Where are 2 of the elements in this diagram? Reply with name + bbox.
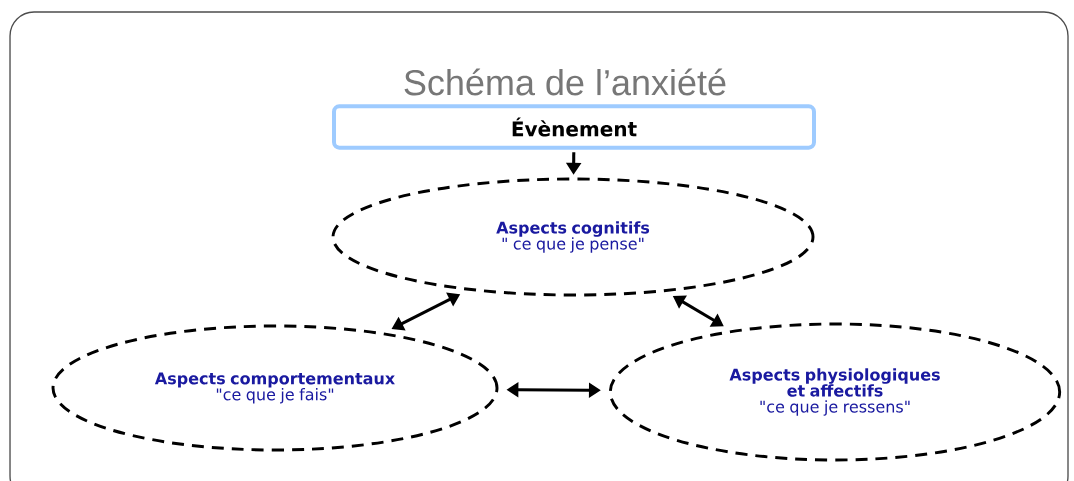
title: Schéma de l’anxiété [404,68,726,96]
event-box: Évènement [332,104,816,150]
